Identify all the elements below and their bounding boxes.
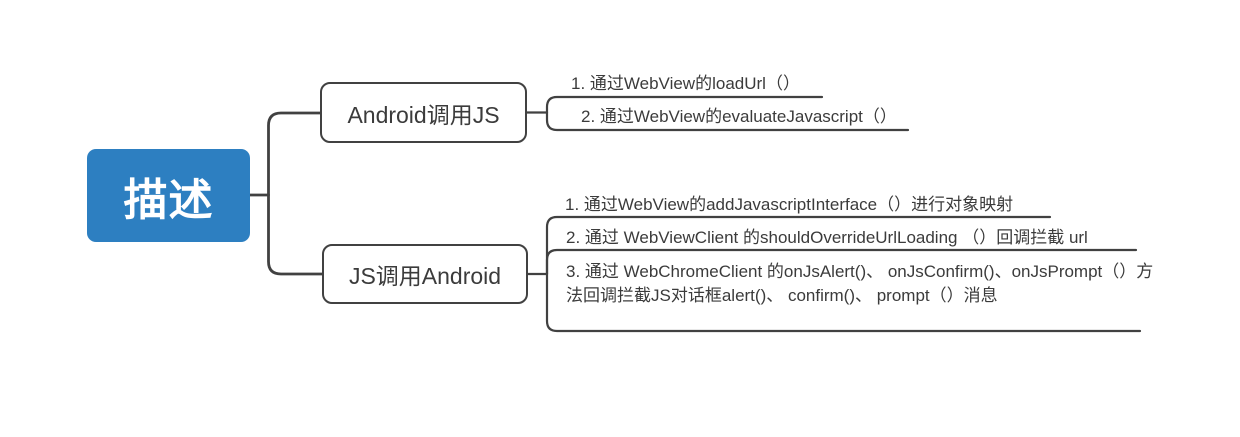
leaf-item-addjavascriptinterface[interactable]: 1. 通过WebView的addJavascriptInterface（）进行对… [565, 195, 1014, 214]
root-node[interactable]: 描述 [87, 149, 250, 242]
leaf-item-webchromeclient-callbacks[interactable]: 3. 通过 WebChromeClient 的onJsAlert()、 onJs… [566, 262, 1154, 305]
leaf-item-loadurl[interactable]: 1. 通过WebView的loadUrl（） [571, 74, 800, 93]
root-connector [248, 111, 324, 276]
leaf-item-shouldoverrideurlloading[interactable]: 2. 通过 WebViewClient 的shouldOverrideUrlLo… [566, 228, 1088, 247]
branch-node-android-calls-js[interactable]: Android调用JS [320, 82, 527, 143]
branch-node-js-calls-android[interactable]: JS调用Android [322, 244, 528, 304]
leaf-item-evaluatejavascript[interactable]: 2. 通过WebView的evaluateJavascript（） [581, 107, 897, 126]
